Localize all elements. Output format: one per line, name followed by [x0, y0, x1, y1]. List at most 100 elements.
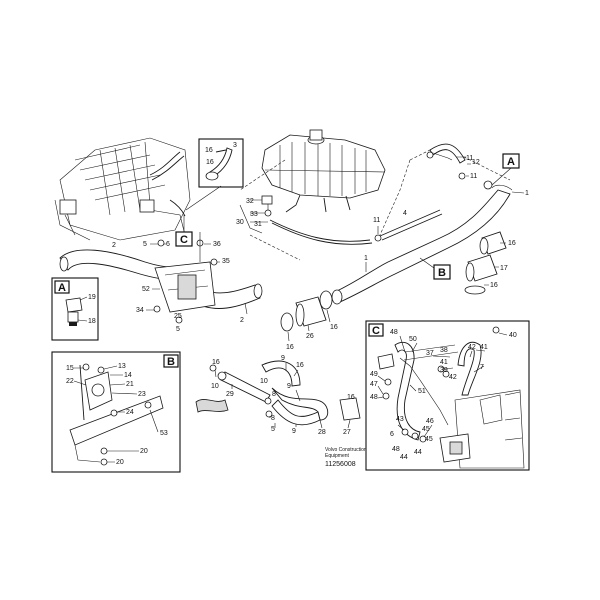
callout-label: 16	[296, 362, 304, 369]
callout-label: 1	[364, 255, 368, 262]
callout-label: 48	[392, 446, 400, 453]
callout-label: 36	[213, 241, 221, 248]
callout-label: 16	[286, 344, 294, 351]
callout-label: 24	[126, 409, 134, 416]
callout-label: 43	[396, 416, 404, 423]
view-a-inset-label: A	[58, 282, 66, 294]
view-a-inset: A 19 18	[51, 277, 99, 341]
callout-label: 19	[88, 294, 96, 301]
callout-label: 16	[508, 240, 516, 247]
callout-label: 8	[271, 415, 275, 422]
callout-label: 49	[370, 371, 378, 378]
tank-fittings: 32 33 31 30	[236, 195, 373, 245]
callout-label: 5	[143, 241, 147, 248]
callout-label: 25	[174, 313, 182, 320]
callout-label: 44	[414, 449, 422, 456]
callout-label: 52	[142, 286, 150, 293]
main-coolant-hose-1: 1 1	[331, 180, 529, 305]
view-c-tag: C	[175, 215, 193, 247]
callout-label: 31	[254, 221, 262, 228]
callout-label: 28	[318, 429, 326, 436]
view-c-inset-label: C	[372, 325, 380, 337]
callout-label: 16	[212, 359, 220, 366]
callout-label: 47	[370, 381, 378, 388]
callout-label: 6	[166, 241, 170, 248]
callout-label: 39	[440, 367, 448, 374]
callout-label: 50	[409, 336, 417, 343]
callout-label: 9	[292, 428, 296, 435]
callout-label: 29	[226, 391, 234, 398]
view-b-inset: B 15 13 14 22 21 23 24 53 20 20	[51, 351, 181, 473]
callout-label: 21	[126, 381, 134, 388]
expansion-tank	[261, 129, 386, 213]
callout-label: 4	[403, 210, 407, 217]
callout-label: 5	[271, 426, 275, 433]
callout-label: 45	[425, 436, 433, 443]
callout-label: 16	[330, 324, 338, 331]
callout-label: 2	[240, 317, 244, 324]
callout-label: 42	[468, 344, 476, 351]
callout-label: 26	[306, 333, 314, 340]
view-b-tag: B	[419, 257, 451, 280]
callout-label: 5	[176, 326, 180, 333]
callout-label: 10	[211, 383, 219, 390]
document-number: 11256008	[325, 461, 356, 468]
callout-label: 23	[138, 391, 146, 398]
callout-label: 27	[343, 429, 351, 436]
callout-label: 20	[140, 448, 148, 455]
callout-label: 40	[509, 332, 517, 339]
callout-label: 10	[260, 378, 268, 385]
callout-label: 11	[373, 217, 380, 224]
right-hose-pieces: 16 17 16	[464, 231, 516, 295]
callout-label: 11	[466, 155, 473, 162]
view-c-inset: C 48 50 40 37 38 42 41 41 39 7 42 49 47 …	[365, 320, 530, 471]
callout-label: 3	[233, 142, 237, 149]
callout-label: 8	[272, 391, 276, 398]
pipe-4: 4 11	[373, 209, 443, 242]
callout-label: 16	[205, 147, 213, 154]
callout-label: 16	[490, 282, 498, 289]
callout-label: 20	[116, 459, 124, 466]
top-right-hose: 11 12 11	[426, 143, 480, 180]
lower-middle-hoses: 16 10 29 9 16 10 8 9 16 8 5 9 28 27	[195, 355, 361, 436]
callout-label: 35	[222, 258, 230, 265]
callout-label: 6	[390, 431, 394, 438]
callout-label: 42	[449, 374, 457, 381]
callout-label: 30	[236, 219, 244, 226]
callout-label: 16	[206, 159, 214, 166]
view-b-inset-label: B	[167, 356, 175, 368]
callout-label: 46	[426, 418, 434, 425]
credit-block: Volvo Construction Equipment 11256008	[325, 447, 367, 468]
callout-label: 9	[281, 355, 285, 362]
view-a-label: A	[507, 156, 515, 168]
view-b-label: B	[438, 267, 446, 279]
callout-label: 18	[88, 318, 96, 325]
callout-label: 14	[124, 372, 132, 379]
clamps-and-short-hoses: 16 26 16	[280, 290, 338, 351]
callout-label: 48	[390, 329, 398, 336]
callout-label: 17	[500, 265, 508, 272]
engine-bracket: 5 6 36 35 52 34 25 5	[136, 232, 230, 333]
machine-overview-sketch	[54, 137, 191, 241]
callout-label: 53	[160, 430, 168, 437]
callout-label: 37	[426, 350, 434, 357]
detail-16-3-inset: 16 3 16	[185, 138, 244, 211]
callout-label: 41	[480, 344, 488, 351]
callout-label: 13	[118, 363, 126, 370]
callout-label: 9	[287, 383, 291, 390]
routing-guide-lines	[239, 144, 511, 261]
callout-label: 15	[66, 365, 74, 372]
callout-label: 33	[250, 211, 258, 218]
callout-label: 12	[472, 159, 480, 166]
callout-label: 45	[422, 426, 430, 433]
callout-label: 11	[470, 173, 477, 180]
callout-label: 22	[66, 378, 74, 385]
view-c-label: C	[180, 234, 188, 246]
callout-label: 38	[440, 347, 448, 354]
callout-label: 44	[400, 454, 408, 461]
credit-line-2: Equipment	[325, 453, 350, 459]
view-a-tag: A	[491, 153, 520, 186]
callout-label: 41	[440, 359, 448, 366]
callout-label: 1	[525, 190, 529, 197]
